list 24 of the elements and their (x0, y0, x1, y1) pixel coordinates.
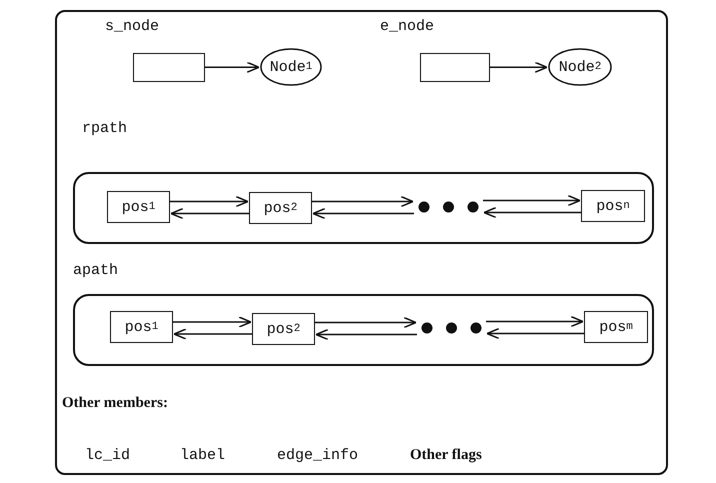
arrow (173, 328, 252, 340)
arrow (205, 62, 260, 73)
member-name: edge_info (277, 447, 358, 464)
arrow (490, 62, 548, 73)
member-name: label (180, 447, 226, 464)
member-name: lc_id (85, 447, 130, 464)
arrow (315, 316, 417, 328)
section-label: Other members: (62, 395, 168, 412)
arrow (483, 206, 581, 218)
arrow (315, 328, 417, 340)
arrow (170, 196, 249, 208)
arrow (486, 328, 584, 340)
arrow (486, 316, 584, 328)
arrow (170, 208, 249, 220)
field-name: rpath (82, 120, 128, 137)
field-name: apath (73, 262, 118, 279)
arrow (173, 316, 252, 328)
field-name: e_node (380, 18, 434, 35)
arrow (483, 194, 581, 206)
section-label: Other flags (410, 447, 482, 464)
arrow (312, 208, 414, 220)
structure-frame (55, 10, 668, 475)
arrow (312, 196, 414, 208)
field-name: s_node (105, 18, 160, 35)
